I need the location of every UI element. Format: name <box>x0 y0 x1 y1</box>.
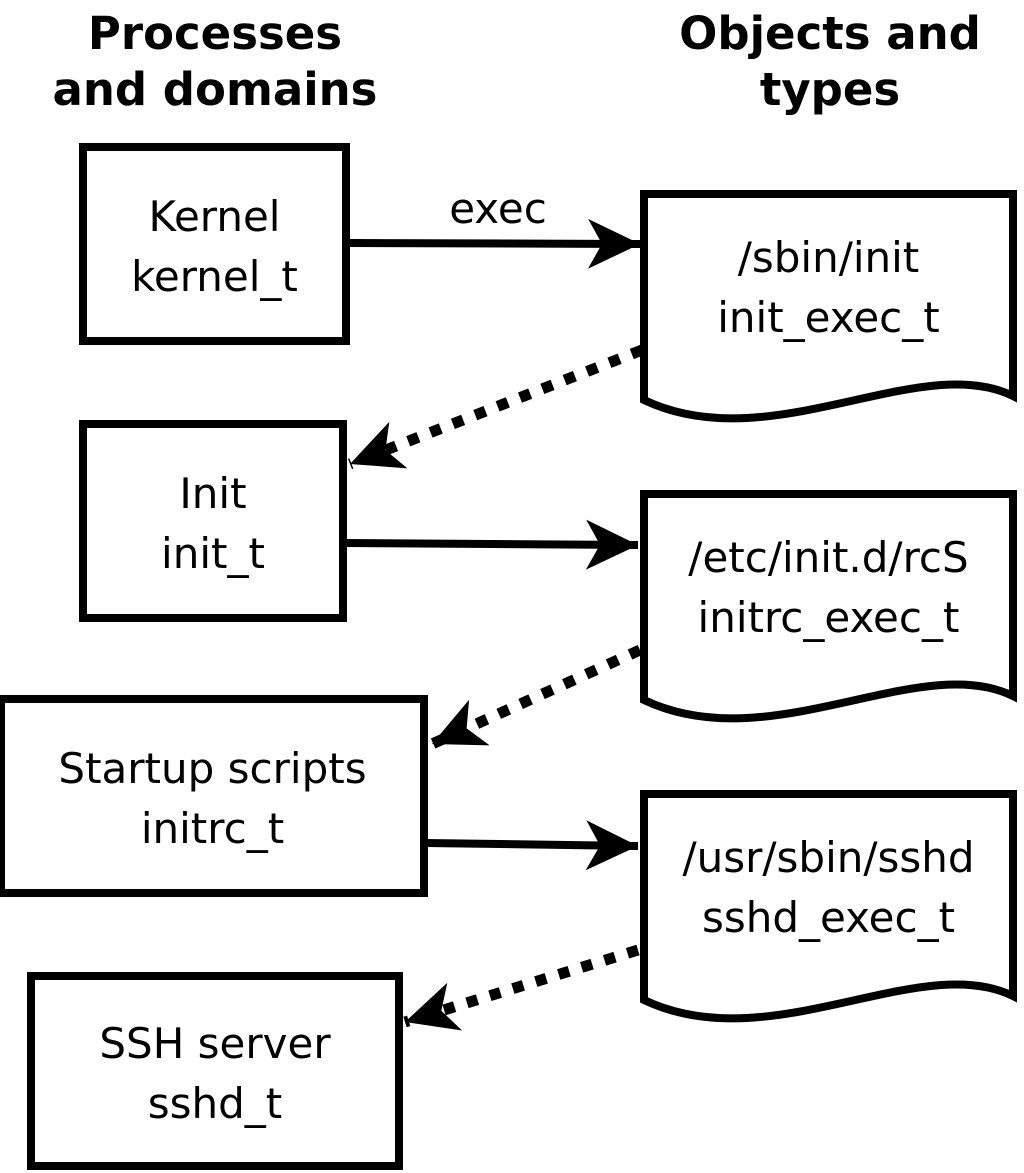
column-header-objects-line1: Objects and <box>679 7 981 60</box>
column-header-objects: Objects and types <box>640 6 1020 118</box>
transition-arrow-to-sshd <box>403 944 640 1031</box>
process-box-init: Init init_t <box>79 420 347 622</box>
object-path-sbin-init: /sbin/init <box>737 233 920 282</box>
process-name-init: Init <box>179 469 247 518</box>
column-header-processes: Processes and domains <box>20 6 410 118</box>
process-box-ssh-server: SSH server sshd_t <box>27 972 403 1170</box>
object-label-usr-sbin-sshd: /usr/sbin/sshd sshd_exec_t <box>648 798 1009 994</box>
document-shape-usr-sbin-sshd <box>640 790 1017 1023</box>
process-type-init: init_t <box>161 529 265 578</box>
process-type-ssh-server: sshd_t <box>147 1079 283 1128</box>
exec-arrow-initrc-to-sshd <box>425 820 639 871</box>
object-path-etc-initd-rcs: /etc/init.d/rcS <box>688 533 969 582</box>
document-shape-sbin-init <box>640 190 1017 423</box>
column-header-processes-line2: and domains <box>52 63 378 116</box>
object-path-usr-sbin-sshd: /usr/sbin/sshd <box>682 833 975 882</box>
object-label-etc-initd-rcs: /etc/init.d/rcS initrc_exec_t <box>648 498 1009 694</box>
exec-arrow-kernel-to-sbin-init <box>349 218 641 269</box>
process-type-kernel: kernel_t <box>131 252 298 301</box>
object-label-sbin-init: /sbin/init init_exec_t <box>648 198 1009 394</box>
object-type-sbin-init: init_exec_t <box>717 293 940 342</box>
process-name-kernel: Kernel <box>148 192 281 241</box>
column-header-processes-line1: Processes <box>87 7 343 60</box>
object-type-usr-sbin-sshd: sshd_exec_t <box>701 893 956 942</box>
process-box-kernel: Kernel kernel_t <box>79 143 350 345</box>
exec-arrow-init-to-rcs <box>344 519 639 570</box>
process-name-startup-scripts: Startup scripts <box>58 744 367 793</box>
transition-arrow-to-init <box>347 344 645 470</box>
process-name-ssh-server: SSH server <box>99 1019 331 1068</box>
document-shape-etc-initd-rcs <box>640 490 1017 723</box>
column-header-objects-line2: types <box>759 63 901 116</box>
process-type-startup-scripts: initrc_t <box>140 804 285 853</box>
transition-arrow-to-initrc <box>429 644 643 750</box>
process-box-startup-scripts: Startup scripts initrc_t <box>0 695 428 897</box>
exec-arrow-label: exec <box>449 184 547 233</box>
object-type-etc-initd-rcs: initrc_exec_t <box>697 593 960 642</box>
